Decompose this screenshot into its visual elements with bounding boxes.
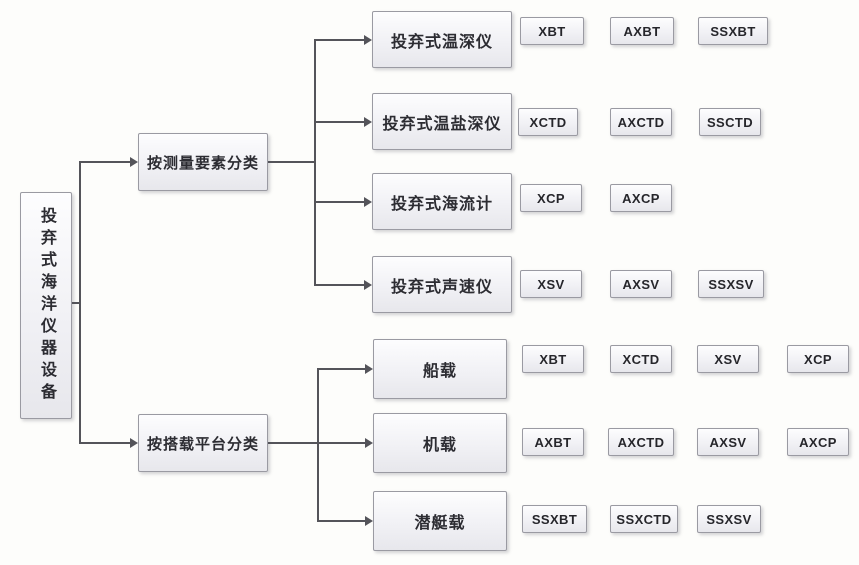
connector-to-xctd-family [314, 121, 365, 123]
arrowhead-branch-platform-icon [130, 438, 138, 448]
node-shipborne-label: 船载 [422, 363, 457, 380]
code-box-r2-ssctd: SSCTD [699, 108, 761, 136]
code-box-r4-ssxsv: SSXSV [698, 270, 764, 298]
node-xsv-family-label: 投弃式声速仪 [390, 278, 493, 296]
connector-to-xbt-family [314, 39, 365, 41]
code-box-r3-xcp: XCP [520, 184, 582, 212]
connector-to-branch-platform [79, 442, 131, 444]
code-box-r5-xsv: XSV [697, 345, 759, 373]
arrowhead-xcp-family-icon [364, 197, 372, 207]
connector-root-spine [79, 161, 81, 444]
connector-to-submarine [317, 520, 366, 522]
connector-platform-spine [317, 368, 319, 522]
code-box-r5-xcp: XCP [787, 345, 849, 373]
arrowhead-xbt-family-icon [364, 35, 372, 45]
connector-root-stub [72, 302, 80, 304]
node-shipborne: 船载 [373, 339, 507, 399]
node-xctd-family-label: 投弃式温盐深仪 [382, 115, 502, 133]
code-box-r5-xctd: XCTD [610, 345, 672, 373]
code-box-r6-axsv: AXSV [697, 428, 759, 456]
node-root: 投弃式海洋仪器设备 [20, 192, 72, 419]
node-xsv-family: 投弃式声速仪 [372, 256, 512, 313]
node-branch-measurement-label: 按测量要素分类 [146, 154, 259, 172]
node-xbt-family-label: 投弃式温深仪 [390, 33, 493, 51]
node-branch-platform-label: 按搭载平台分类 [146, 435, 259, 453]
code-box-r1-xbt: XBT [520, 17, 584, 45]
node-branch-platform: 按搭载平台分类 [138, 414, 268, 472]
connector-to-xsv-family [314, 284, 365, 286]
code-box-r6-axcp: AXCP [787, 428, 849, 456]
code-box-r4-xsv: XSV [520, 270, 582, 298]
connector-to-shipborne [317, 368, 366, 370]
node-airborne-label: 机载 [422, 437, 457, 454]
code-box-r7-ssxsv: SSXSV [697, 505, 761, 533]
code-box-r2-axctd: AXCTD [610, 108, 672, 136]
node-xctd-family: 投弃式温盐深仪 [372, 93, 512, 150]
code-box-r5-xbt: XBT [522, 345, 584, 373]
connector-to-xcp-family [314, 201, 365, 203]
node-xcp-family: 投弃式海流计 [372, 173, 512, 230]
connector-platform-out [268, 442, 319, 444]
arrowhead-branch-measurement-icon [130, 157, 138, 167]
code-box-r6-axctd: AXCTD [608, 428, 674, 456]
node-airborne: 机载 [373, 413, 507, 473]
node-xcp-family-label: 投弃式海流计 [390, 195, 493, 213]
code-box-r1-axbt: AXBT [610, 17, 674, 45]
node-xbt-family: 投弃式温深仪 [372, 11, 512, 68]
code-box-r2-xctd: XCTD [518, 108, 578, 136]
code-box-r1-ssxbt: SSXBT [698, 17, 768, 45]
connector-to-airborne [317, 442, 366, 444]
code-box-r7-ssxbt: SSXBT [522, 505, 587, 533]
arrowhead-xsv-family-icon [364, 280, 372, 290]
connector-measurement-out [268, 161, 316, 163]
code-box-r6-axbt: AXBT [522, 428, 584, 456]
arrowhead-shipborne-icon [365, 364, 373, 374]
arrowhead-airborne-icon [365, 438, 373, 448]
arrowhead-xctd-family-icon [364, 117, 372, 127]
arrowhead-submarine-icon [365, 516, 373, 526]
code-box-r7-ssxctd: SSXCTD [610, 505, 678, 533]
node-submarine-label: 潜艇载 [414, 515, 466, 532]
connector-to-branch-measurement [79, 161, 131, 163]
connector-measurement-spine [314, 39, 316, 286]
node-submarine: 潜艇载 [373, 491, 507, 551]
code-box-r4-axsv: AXSV [610, 270, 672, 298]
node-root-label: 投弃式海洋仪器设备 [38, 206, 55, 405]
code-box-r3-axcp: AXCP [610, 184, 672, 212]
node-branch-measurement: 按测量要素分类 [138, 133, 268, 191]
